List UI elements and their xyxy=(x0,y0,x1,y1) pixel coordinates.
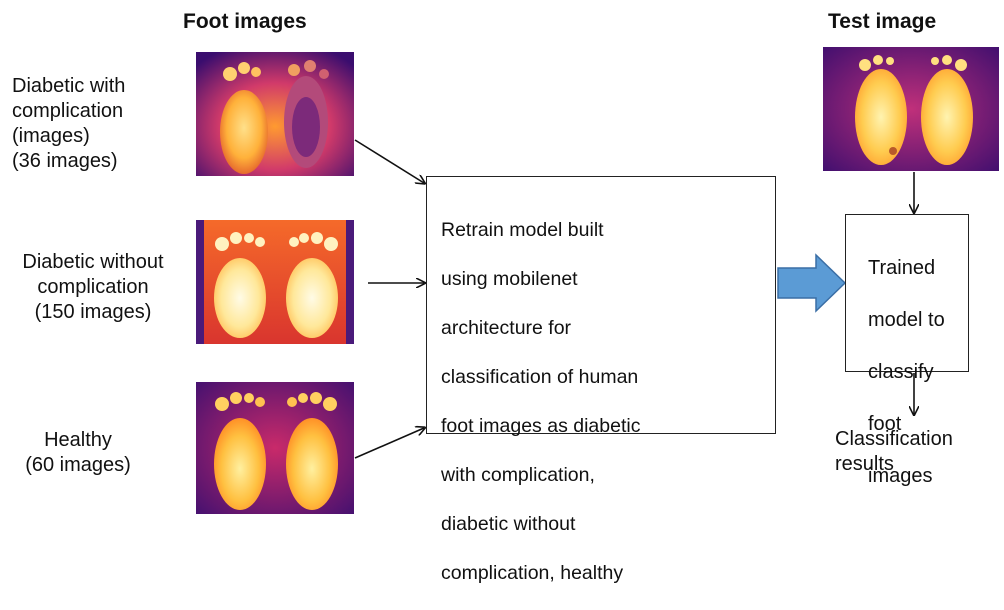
classification-results-label: Classification results xyxy=(835,427,953,477)
model-line: Retrain model built xyxy=(441,218,761,243)
trained-line: model to xyxy=(868,307,968,333)
model-line: classification of human xyxy=(441,365,761,390)
model-line: architecture for xyxy=(441,316,761,341)
trained-line: classify xyxy=(868,359,968,385)
model-line: foot images as diabetic xyxy=(441,414,761,439)
model-line: complication, healthy xyxy=(441,561,761,586)
block-arrow-model-to-trained xyxy=(778,255,845,311)
arrow-healthy-to-model xyxy=(355,428,424,458)
arrow-diabetic-with-to-model xyxy=(355,140,424,183)
trained-model-box: Trained model to classify foot images xyxy=(845,214,969,372)
results-line: results xyxy=(835,452,953,477)
model-line: diabetic without xyxy=(441,512,761,537)
retrain-model-box: Retrain model built using mobilenet arch… xyxy=(426,176,776,434)
results-line: Classification xyxy=(835,427,953,452)
retrain-model-text: Retrain model built using mobilenet arch… xyxy=(441,193,761,610)
model-line: with complication, xyxy=(441,463,761,488)
trained-line: Trained xyxy=(868,255,968,281)
model-line: using mobilenet xyxy=(441,267,761,292)
